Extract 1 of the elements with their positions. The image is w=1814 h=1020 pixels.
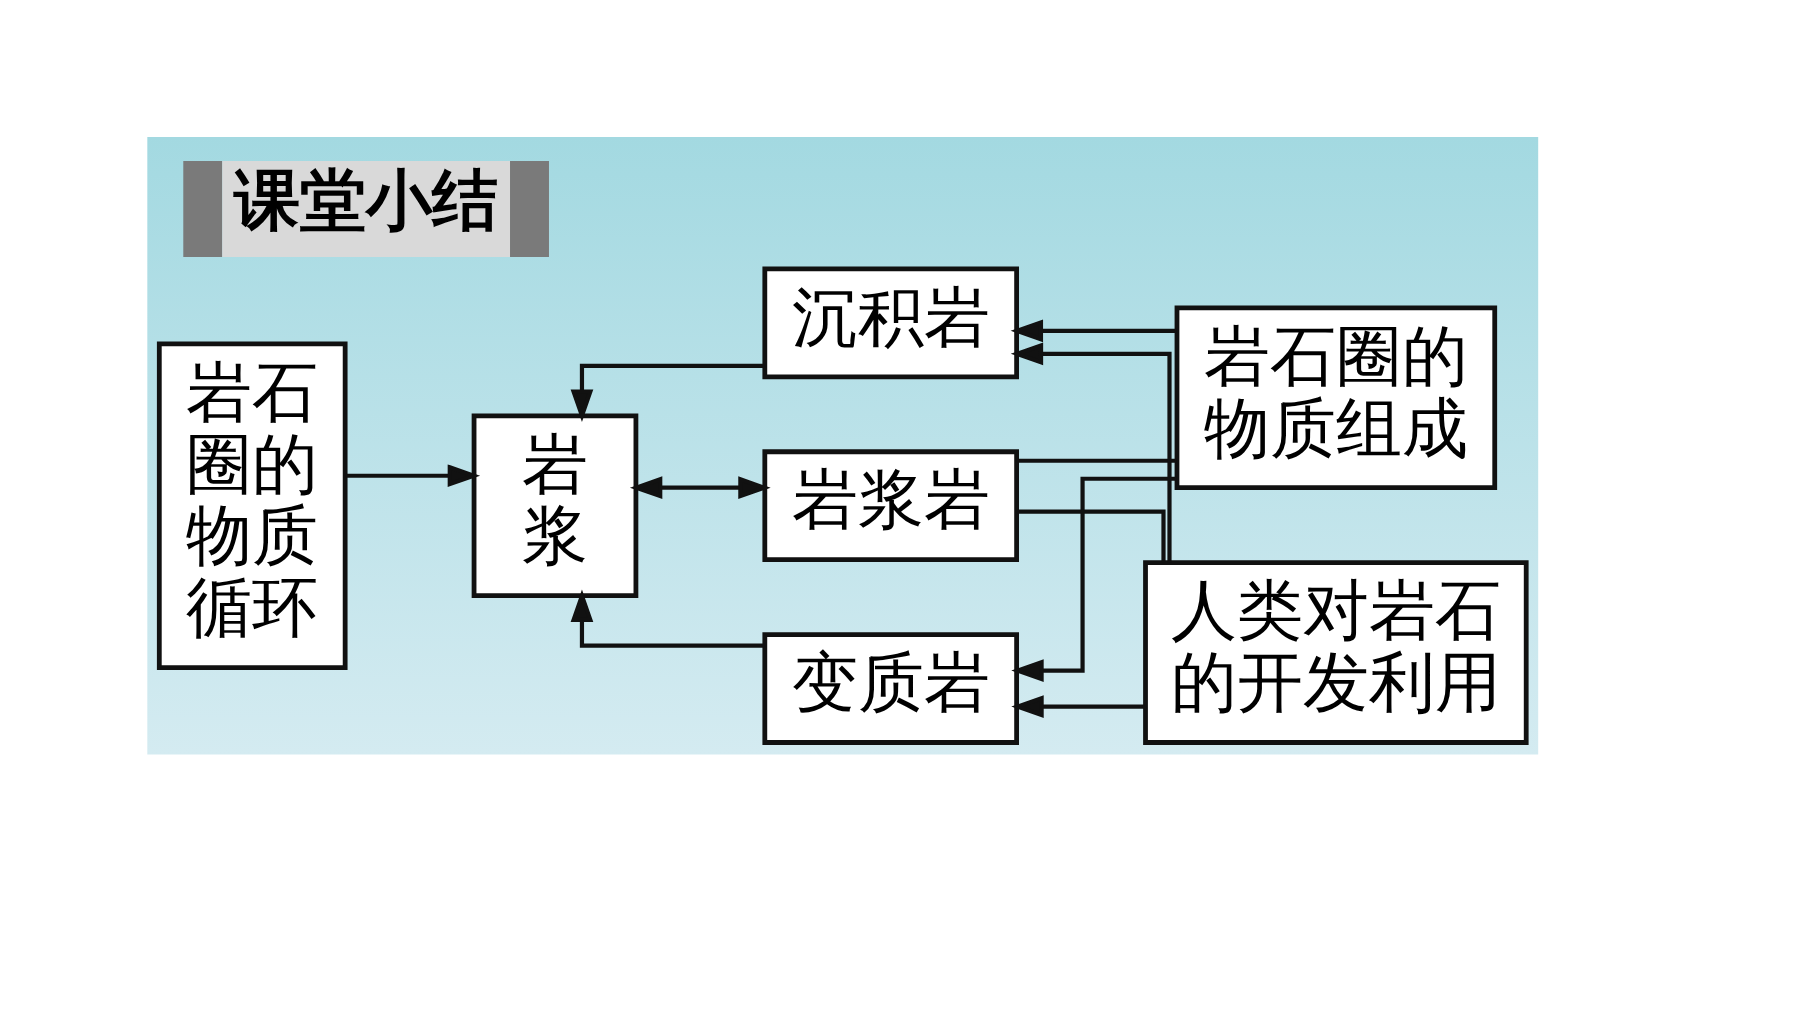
diagram-title: 课堂小结 (233, 161, 498, 239)
